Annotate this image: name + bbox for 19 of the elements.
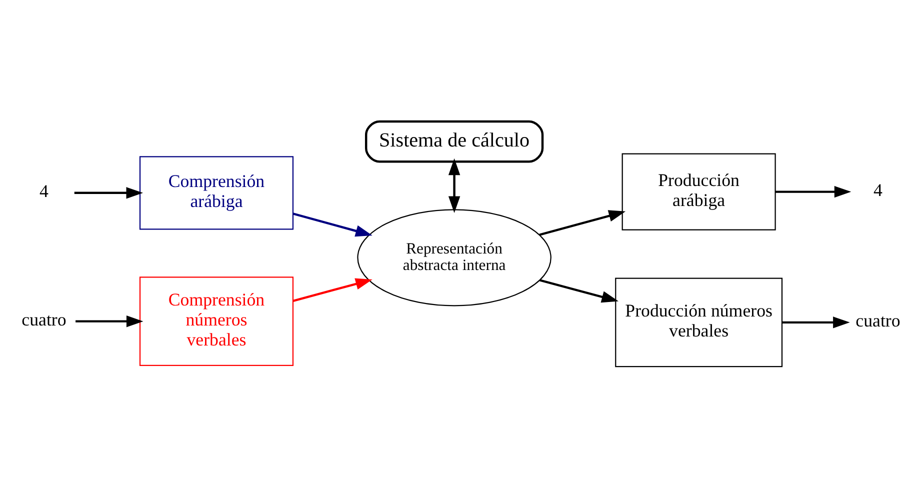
arrow — [448, 158, 460, 212]
arrow — [782, 316, 850, 328]
arrow — [539, 210, 626, 236]
arrow — [292, 212, 372, 236]
node-ellipse: Representación abstracta interna — [357, 208, 552, 306]
node-text: cuatro — [856, 310, 900, 330]
arrow — [74, 186, 144, 198]
arrow — [776, 185, 852, 198]
node-text: 4 — [40, 180, 48, 201]
node-box: Comprensión arábiga — [139, 156, 294, 230]
node-text: cuatro — [22, 309, 66, 330]
node-box: Producción números verbales — [615, 277, 783, 367]
arrow — [292, 278, 372, 302]
node-box: Comprensión números verbales — [139, 276, 294, 366]
node-box: Sistema de cálculo — [364, 120, 544, 162]
node-text: 4 — [874, 180, 882, 200]
arrow — [76, 314, 144, 327]
arrow — [540, 278, 618, 302]
node-box: Producción arábiga — [622, 152, 776, 230]
